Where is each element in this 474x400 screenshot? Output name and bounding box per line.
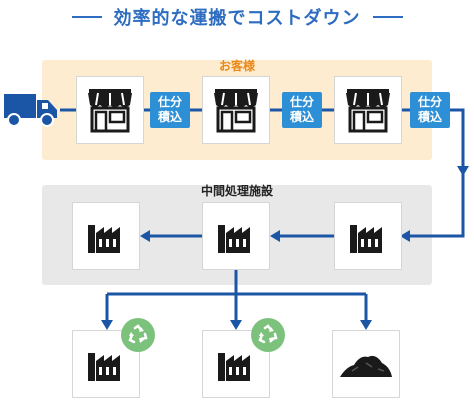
processing-facility-1	[72, 202, 140, 270]
factory-icon	[88, 225, 120, 253]
title-right-dash	[372, 16, 403, 18]
customer-store-3	[334, 76, 402, 144]
sort-load-tag-2: 仕分 積込	[282, 92, 322, 128]
tag-line-1: 仕分	[289, 95, 314, 109]
recycle-icon	[121, 318, 155, 352]
title-text: 効率的な運搬でコストダウン	[113, 8, 361, 29]
tag-line-1: 仕分	[417, 95, 442, 109]
landfill-pile-icon	[340, 355, 392, 377]
arrowhead-into-middle-3	[400, 230, 410, 242]
recycle-icon	[251, 318, 285, 352]
connector-into-middle	[410, 168, 465, 238]
tag-line-1: 仕分	[157, 95, 182, 109]
processing-facility-3	[334, 202, 402, 270]
customer-store-2	[202, 76, 270, 144]
factory-icon	[350, 225, 382, 253]
factory-icon	[218, 353, 250, 381]
customer-zone-label: お客様	[218, 59, 255, 73]
arrowhead-into-middle-1	[140, 230, 150, 242]
tag-line-2: 積込	[157, 110, 182, 124]
store-icon	[214, 89, 258, 133]
diagram-title: 効率的な運搬でコストダウン	[0, 4, 474, 30]
arrowhead-down-right	[457, 166, 469, 176]
arrowhead-bottom-1	[101, 320, 113, 330]
sort-load-tag-1: 仕分 積込	[150, 92, 190, 128]
sort-load-tag-3: 仕分 積込	[410, 92, 450, 128]
title-left-dash	[71, 16, 102, 18]
factory-icon	[88, 353, 120, 381]
tag-line-2: 積込	[289, 110, 314, 124]
connector-down-right	[450, 108, 465, 168]
landfill-site	[332, 330, 400, 398]
arrowhead-into-middle-2	[270, 230, 280, 242]
arrowhead-bottom-3	[360, 320, 372, 330]
store-icon	[88, 89, 132, 133]
intermediate-processing-label: 中間処理施設	[200, 184, 273, 198]
tag-line-2: 積込	[417, 110, 442, 124]
store-icon	[346, 89, 390, 133]
factory-icon	[218, 225, 250, 253]
customer-store-1	[76, 76, 144, 144]
truck-icon	[4, 92, 60, 128]
processing-facility-2	[202, 202, 270, 270]
arrowhead-bottom-2	[230, 320, 242, 330]
